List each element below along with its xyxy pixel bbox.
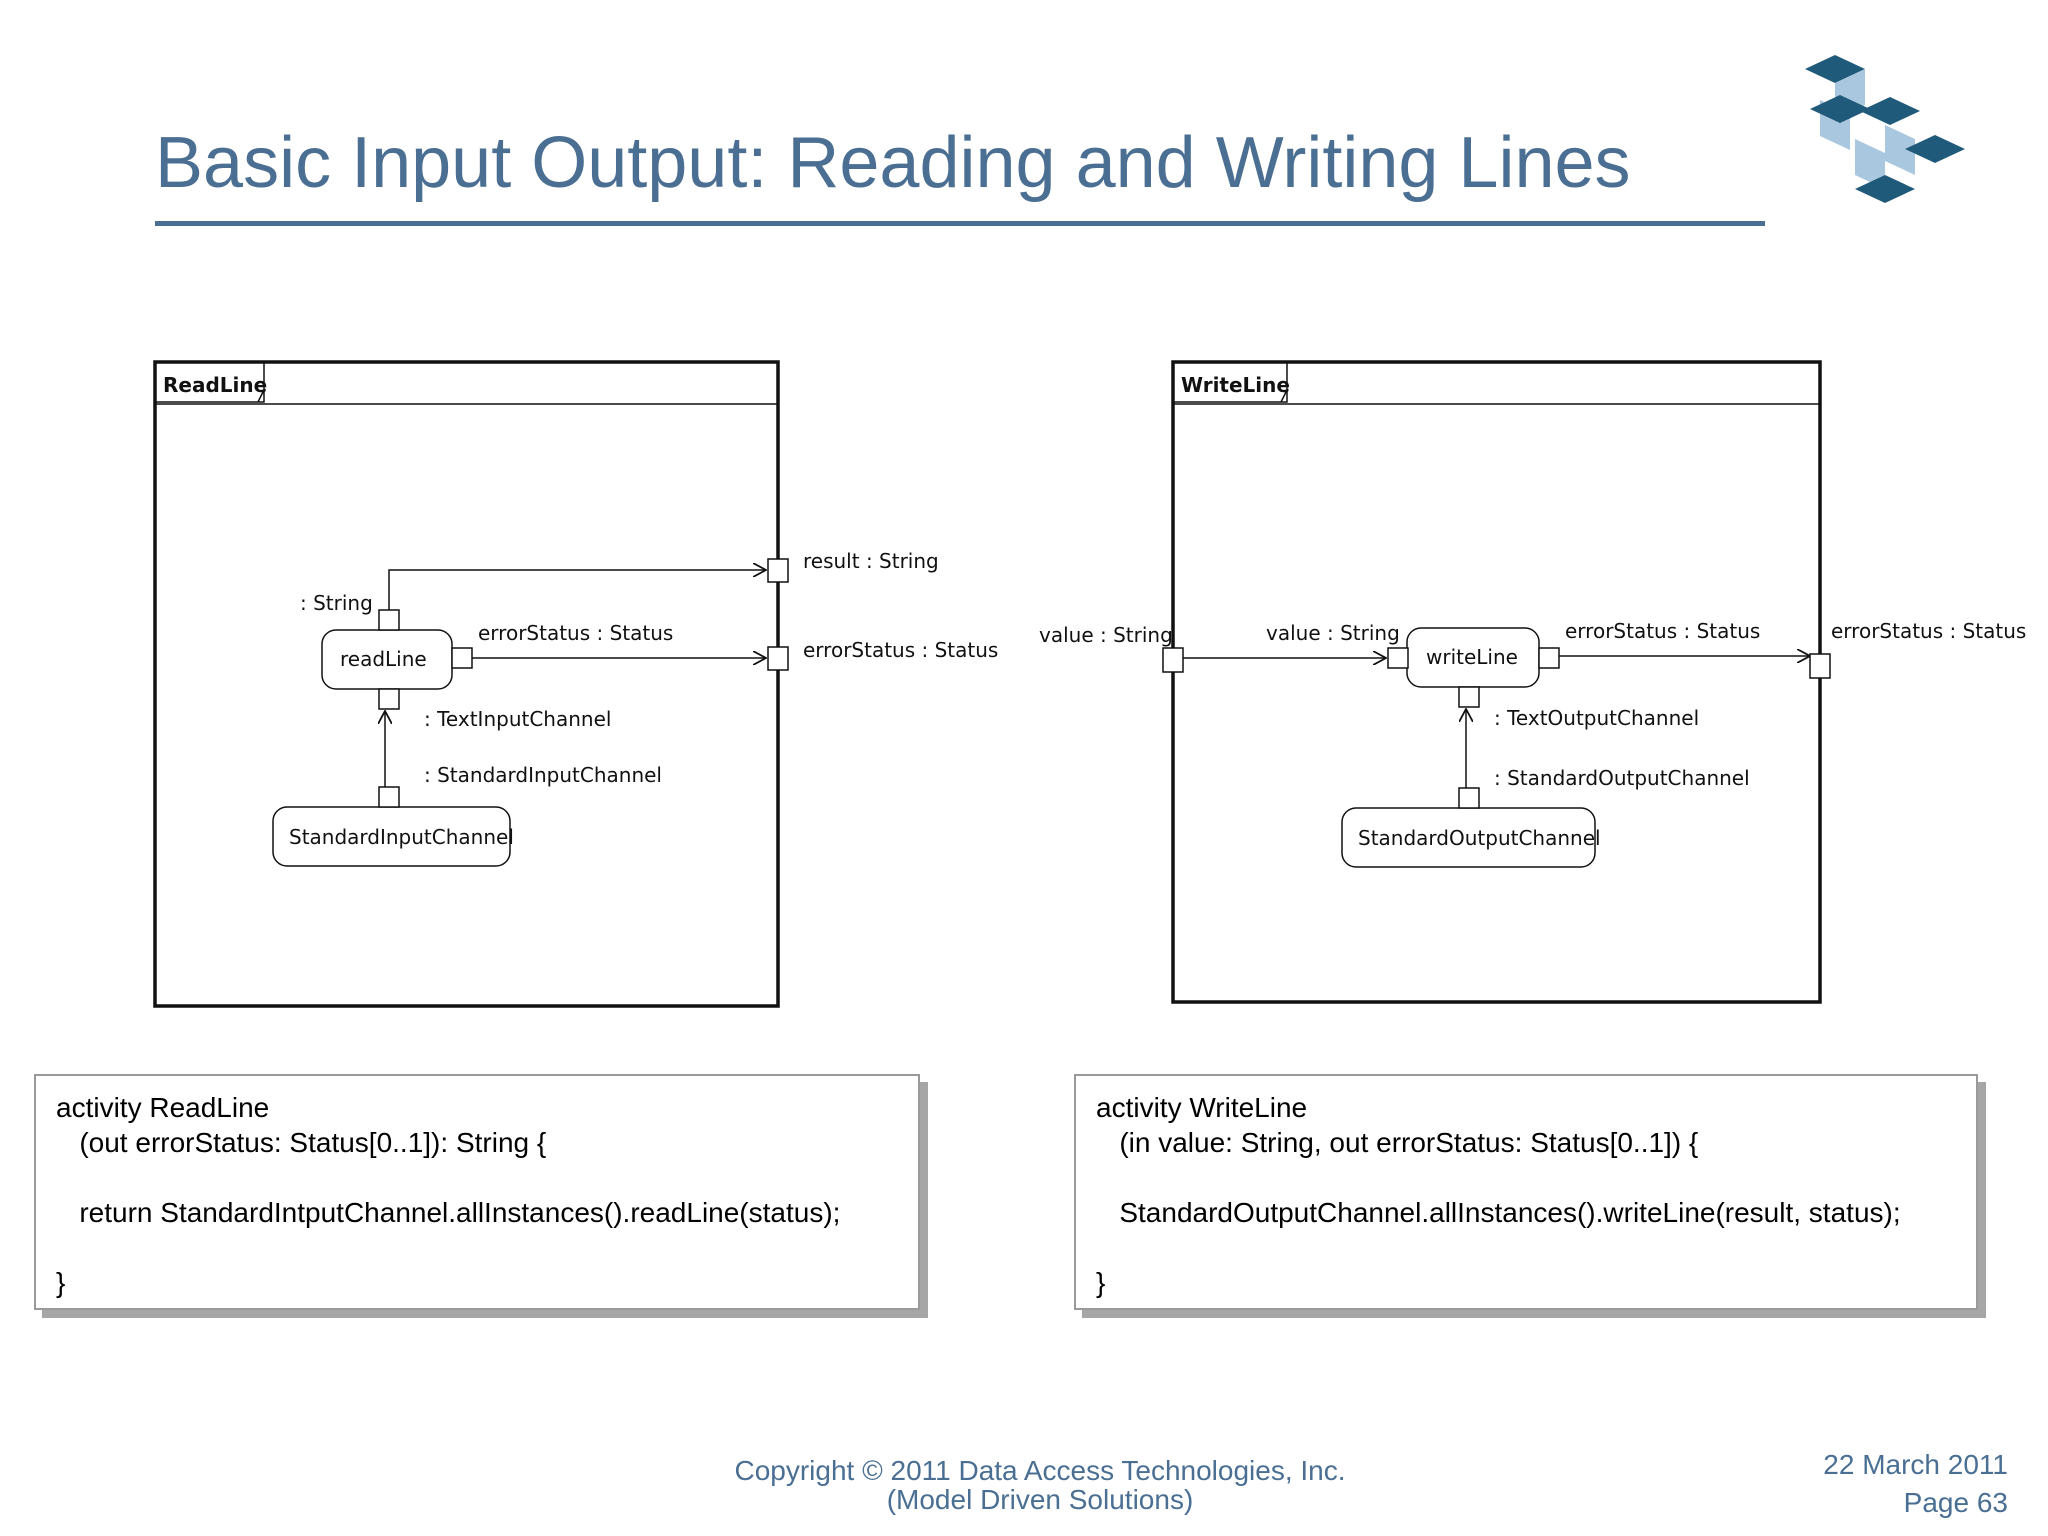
standard-output-channel-pin: [1458, 787, 1480, 809]
writeline-input-pin: [1458, 686, 1480, 708]
readline-code-box: activity ReadLine (out errorStatus: Stat…: [34, 1074, 920, 1310]
code-line: [56, 1160, 898, 1195]
standard-output-channel-pin-label: : StandardOutputChannel: [1494, 766, 1750, 790]
writeline-error-flow-label: errorStatus : Status: [1565, 619, 1760, 643]
readline-frame: ReadLine: [153, 360, 780, 1008]
writeline-action-label: writeLine: [1426, 645, 1518, 669]
readline-frame-title: ReadLine: [163, 373, 267, 397]
slide-title: Basic Input Output: Reading and Writing …: [155, 123, 1631, 203]
readline-output-pin: [378, 609, 400, 631]
code-line: [56, 1230, 898, 1265]
title-underline: [155, 221, 1765, 226]
readline-error-param: [767, 646, 789, 671]
readline-result-param-label: result : String: [803, 549, 939, 573]
readline-error-pin: [451, 647, 473, 669]
standard-input-channel-pin-label: : StandardInputChannel: [424, 763, 662, 787]
code-line: activity ReadLine: [56, 1092, 270, 1123]
code-line: }: [56, 1267, 66, 1298]
code-line: }: [1096, 1267, 1106, 1298]
readline-result-flow: [388, 570, 766, 610]
readline-output-pin-label: : String: [300, 591, 373, 615]
footer-page-number: Page 63: [1903, 1487, 2008, 1518]
writeline-input-pin-label: : TextOutputChannel: [1494, 706, 1699, 730]
code-line: StandardOutputChannel.allInstances().wri…: [1096, 1197, 1901, 1228]
writeline-error-pin: [1538, 647, 1560, 669]
readline-action-label: readLine: [340, 647, 427, 671]
standard-output-channel-label: StandardOutputChannel: [1358, 826, 1601, 850]
code-line: activity WriteLine: [1096, 1092, 1308, 1123]
readline-input-pin-label: : TextInputChannel: [424, 707, 611, 731]
readline-result-param: [767, 558, 789, 583]
writeline-value-pin: [1387, 647, 1409, 669]
footer-copyright: Copyright © 2011 Data Access Technologie…: [734, 1455, 1346, 1486]
writeline-value-flow-label: value : String: [1266, 621, 1400, 645]
code-line: return StandardIntputChannel.allInstance…: [56, 1197, 841, 1228]
standard-input-channel-pin: [378, 786, 400, 808]
readline-input-pin: [378, 688, 400, 710]
code-line: [1096, 1230, 1956, 1265]
standard-input-channel-label: StandardInputChannel: [289, 825, 514, 849]
writeline-error-param-label: errorStatus : Status: [1831, 619, 2026, 643]
readline-error-flow-label: errorStatus : Status: [478, 621, 673, 645]
code-line: (out errorStatus: Status[0..1]): String …: [56, 1127, 547, 1158]
readline-error-param-label: errorStatus : Status: [803, 638, 998, 662]
code-line: (in value: String, out errorStatus: Stat…: [1096, 1127, 1699, 1158]
writeline-error-param: [1809, 653, 1831, 679]
code-line: [1096, 1160, 1956, 1195]
footer-copyright-block: Copyright © 2011 Data Access Technologie…: [640, 1456, 1440, 1514]
footer-date: 22 March 2011: [1823, 1449, 2008, 1480]
writeline-code-box: activity WriteLine (in value: String, ou…: [1074, 1074, 1978, 1310]
footer-company: (Model Driven Solutions): [886, 1484, 1194, 1515]
writeline-value-param: [1162, 647, 1184, 673]
writeline-value-param-label: value : String: [1039, 623, 1173, 647]
footer-date-page-block: 22 March 2011 Page 63: [1823, 1446, 2008, 1522]
company-logo-cubes-icon: [1805, 55, 1965, 203]
writeline-frame-title: WriteLine: [1181, 373, 1290, 397]
